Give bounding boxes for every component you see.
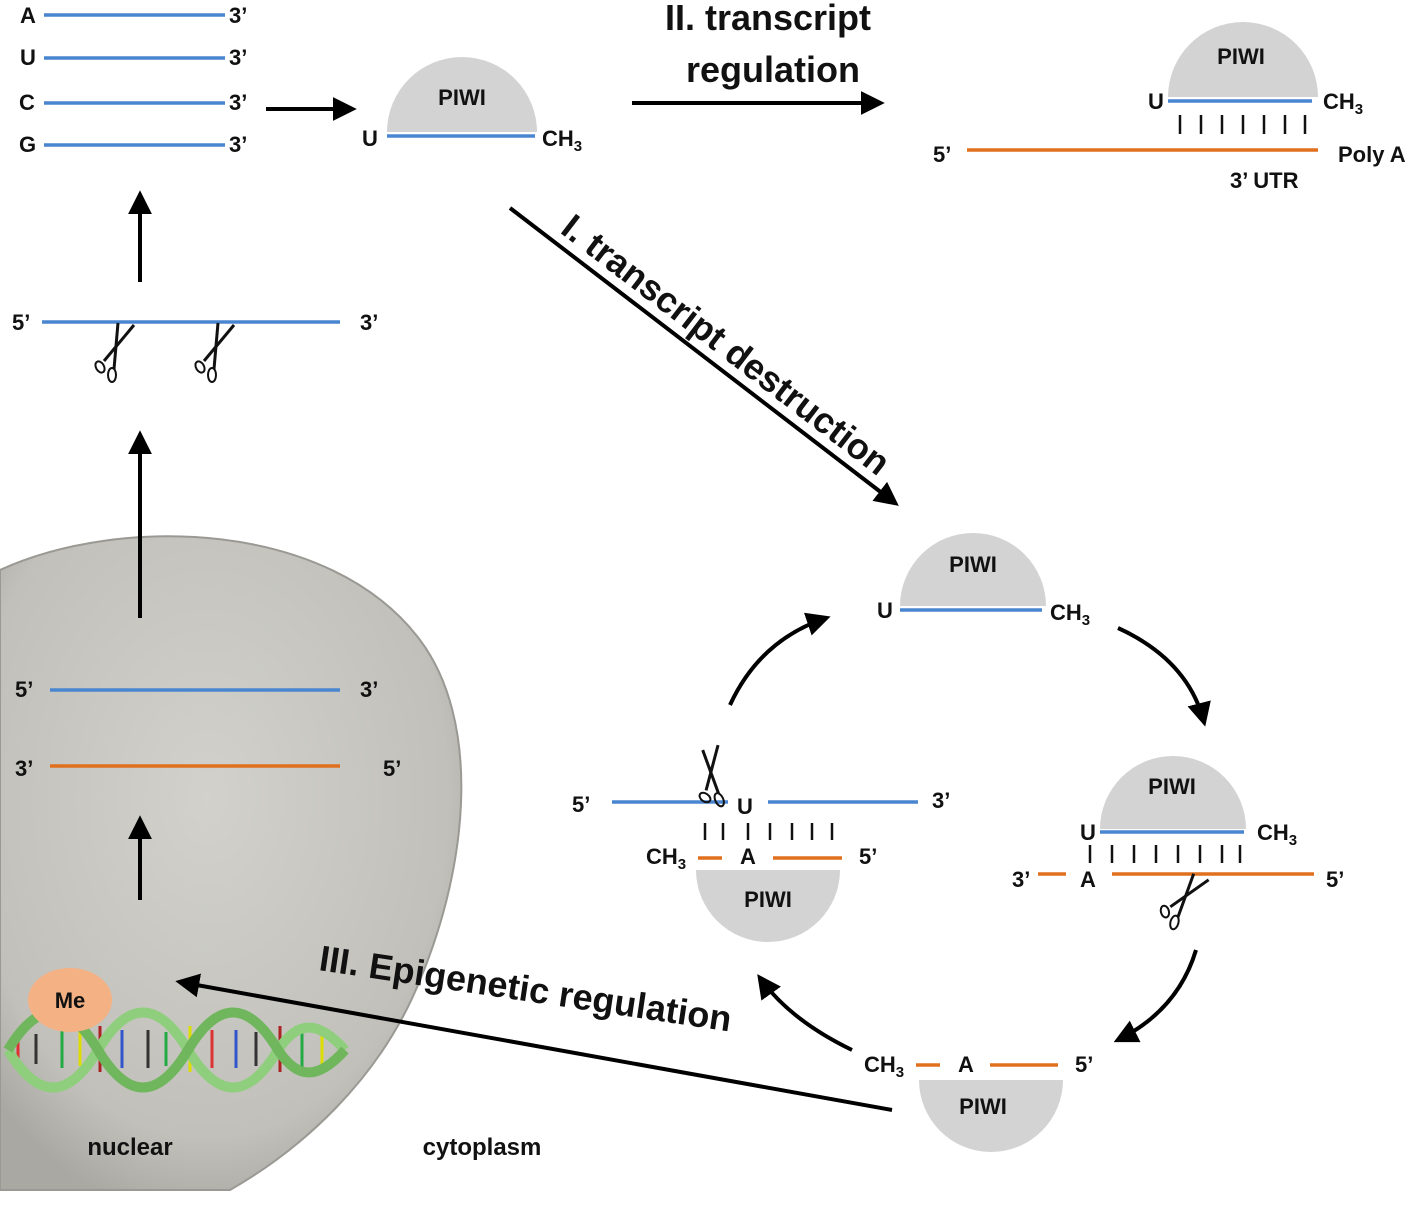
piwi-complex-cycle-left: 5’ U 3’ PIWI CH3 A 5’ — [572, 741, 950, 942]
cycle-arrow-4 — [728, 612, 831, 706]
ch3-label: CH3 — [1050, 600, 1090, 629]
five-prime-label: 5’ — [12, 310, 30, 335]
five-prime-label: 5’ — [15, 677, 33, 702]
cycle-arrow-3 — [757, 974, 853, 1052]
nuclear-label: nuclear — [87, 1134, 172, 1161]
piwi-complex-cycle-top: PIWI U CH3 — [877, 533, 1090, 629]
three-prime-label: 3’ — [229, 3, 247, 28]
a-label: A — [740, 844, 756, 869]
five-prime-label: 5’ — [1075, 1052, 1093, 1077]
a-label: A — [958, 1052, 974, 1077]
nucleotide-u: U — [20, 45, 36, 70]
ch3-label: CH3 — [1257, 820, 1297, 849]
pathway-ii-title-line1: II. transcript — [665, 0, 871, 38]
pathway-i-title: I. transcript destruction — [554, 206, 898, 483]
three-prime-label: 3’ — [229, 90, 247, 115]
u-label: U — [1148, 89, 1164, 114]
ch3-label: CH3 — [864, 1052, 904, 1081]
methyl-group — [28, 968, 112, 1032]
pathway-iii-arrow — [175, 973, 893, 1112]
five-prime-label: 5’ — [859, 844, 877, 869]
piwi-label: PIWI — [949, 552, 997, 577]
three-prime-label: 3’ — [15, 756, 33, 781]
nuclear-transcript: 5’ 3’ 3’ 5’ — [15, 677, 401, 781]
pathway-i-arrow — [508, 206, 899, 506]
nucleotide-c: C — [19, 90, 35, 115]
five-prime-label: 5’ — [933, 142, 951, 167]
precursor-transcript: 5’ 3’ — [12, 310, 378, 384]
cytoplasm-label: cytoplasm — [423, 1134, 542, 1161]
piwi-label: PIWI — [959, 1094, 1007, 1119]
ch3-label: CH3 — [542, 126, 582, 155]
five-prime-label: 5’ — [383, 756, 401, 781]
three-prime-label: 3’ — [360, 677, 378, 702]
cycle-arrow-1 — [1117, 626, 1211, 727]
ch3-label: CH3 — [646, 844, 686, 873]
ch3-label: CH3 — [1323, 89, 1363, 118]
piwi-label: PIWI — [1217, 44, 1265, 69]
nucleotide-strands: A 3’ U 3’ C 3’ G 3’ — [19, 3, 247, 157]
nucleotide-a: A — [20, 3, 36, 28]
three-prime-label: 3’ — [229, 45, 247, 70]
piwi-complex-top: PIWI U CH3 — [362, 57, 582, 155]
piwi-label: PIWI — [744, 887, 792, 912]
a-label: A — [1080, 867, 1096, 892]
methyl-label: Me — [55, 988, 86, 1013]
five-prime-label: 5’ — [572, 792, 590, 817]
u-label: U — [737, 794, 753, 819]
three-prime-label: 3’ — [229, 132, 247, 157]
pathway-ii-title-line2: regulation — [686, 49, 860, 90]
u-label: U — [1080, 820, 1096, 845]
scissors-icon — [1153, 865, 1211, 937]
piwi-complex-cycle-right: PIWI U CH3 3’ A 5’ — [1012, 756, 1344, 937]
scissors-icon — [92, 321, 136, 384]
three-prime-label: 3’ — [932, 788, 950, 813]
piwi-label: PIWI — [438, 85, 486, 110]
piwi-complex-cycle-bottom: PIWI CH3 A 5’ — [864, 1052, 1093, 1152]
nucleotide-g: G — [19, 132, 36, 157]
three-prime-label: 3’ — [360, 310, 378, 335]
u-label: U — [877, 598, 893, 623]
three-prime-label: 3’ — [1012, 867, 1030, 892]
piwi-label: PIWI — [1148, 774, 1196, 799]
cycle-arrow-2 — [1113, 949, 1198, 1043]
five-prime-label: 5’ — [1326, 867, 1344, 892]
poly-a-label: Poly A — [1338, 142, 1406, 167]
u-label: U — [362, 126, 378, 151]
piwi-complex-utr: PIWI U CH3 5’ Poly A 3’ UTR — [933, 22, 1406, 193]
utr-label: 3’ UTR — [1230, 168, 1299, 193]
scissors-icon — [192, 321, 236, 384]
